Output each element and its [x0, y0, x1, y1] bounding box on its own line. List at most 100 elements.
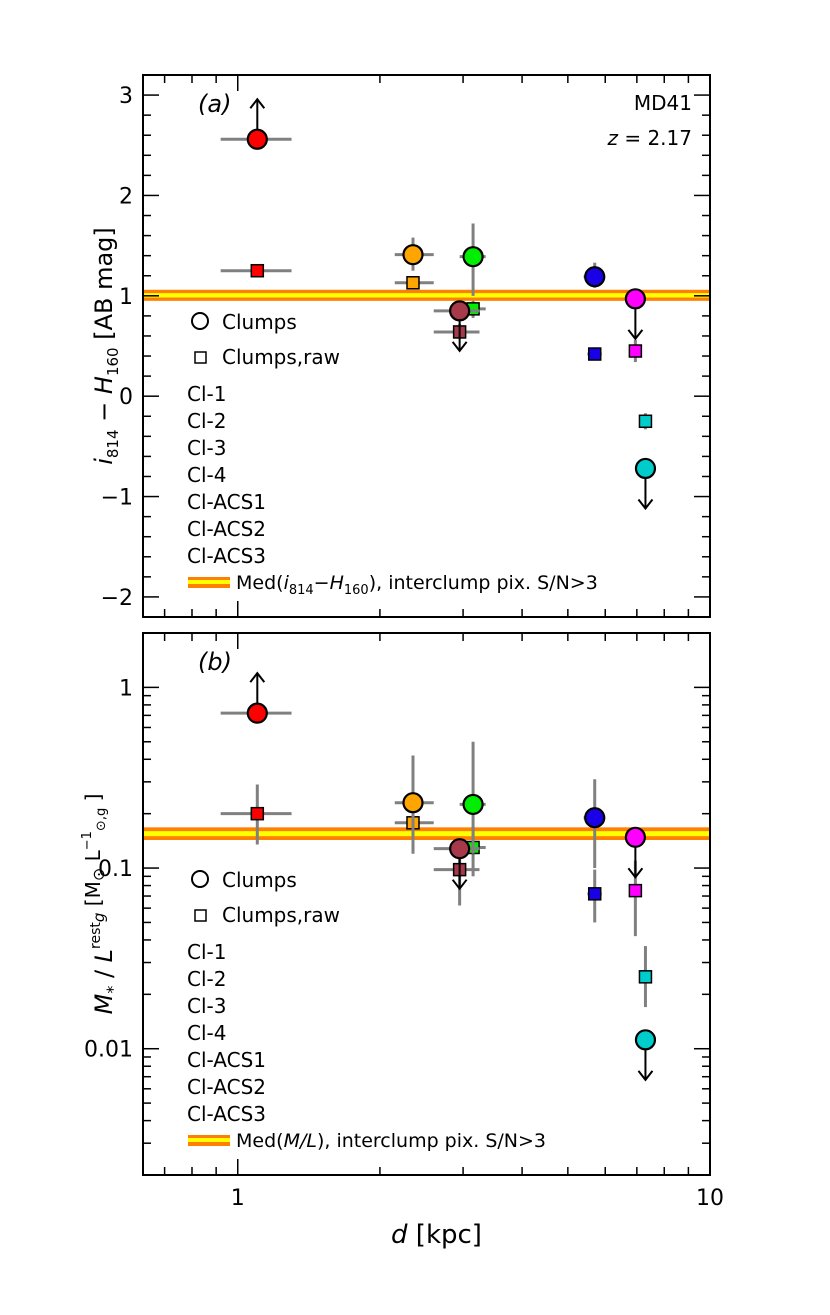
raw-point-cl-1 — [250, 263, 265, 278]
clump-point-cl-4 — [584, 266, 606, 288]
raw-point-cl-2 — [406, 276, 420, 290]
legend-entry-cl-acs2: Cl-ACS2 — [187, 517, 266, 541]
panel-label: (b) — [198, 648, 232, 676]
legend-raw-label: Clumps,raw — [222, 903, 340, 927]
median-label-H-sub: 160 — [344, 583, 369, 598]
legend-median-inner — [188, 580, 230, 584]
limit-arrow-head — [627, 867, 644, 879]
y-tick-label: 0.01 — [84, 1038, 133, 1063]
panel-label: (a) — [198, 90, 231, 118]
ylabel-unit-odot: ⊙ — [89, 868, 108, 881]
limit-arrow-head — [249, 97, 266, 109]
annotation-z-value: = 2.17 — [618, 126, 692, 150]
median-label-i-sub: 814 — [289, 583, 314, 598]
median-label-ml: M/L — [284, 1130, 317, 1152]
clump-point-cl-acs3 — [634, 457, 657, 480]
y-axis-label: M* / Lrestg [M⊙ L−1⊙,g ] — [80, 794, 122, 1015]
ylabel-unit-sup: −1 — [80, 831, 95, 850]
legend-entry-cl-2: Cl-2 — [187, 967, 226, 991]
ylabel-unit: [AB mag] — [90, 227, 118, 347]
legend-square-icon — [194, 351, 207, 364]
legend-entry-cl-acs3: Cl-ACS3 — [187, 1102, 266, 1126]
legend-entry-cl-3: Cl-3 — [187, 436, 226, 460]
y-tick-label: −1 — [101, 486, 133, 511]
legend-entry-cl-acs2: Cl-ACS2 — [187, 1075, 266, 1099]
median-band-inner — [144, 831, 709, 837]
legend-raw-label: Clumps,raw — [222, 345, 340, 369]
raw-point-cl-acs3 — [638, 970, 653, 984]
clump-point-cl-3 — [462, 246, 484, 268]
ylabel-unit-open: [M — [81, 881, 105, 912]
limit-arrow-head — [637, 498, 654, 511]
plot-frame — [142, 632, 711, 1176]
limit-arrow-head — [627, 329, 644, 341]
legend-entry-cl-2: Cl-2 — [187, 409, 226, 433]
xlabel-unit: [kpc] — [408, 1220, 482, 1250]
limit-arrow-head — [637, 1070, 654, 1082]
ylabel-i-sub: 814 — [104, 429, 122, 458]
ylabel-L: L — [90, 949, 118, 962]
legend-entry-cl-3: Cl-3 — [187, 994, 226, 1018]
raw-point-cl-4 — [587, 887, 602, 901]
clump-point-cl-2 — [402, 792, 424, 814]
x-tick-label: 10 — [696, 1186, 724, 1211]
median-label-H: H — [330, 572, 344, 594]
ylabel-M-sub: * — [103, 986, 122, 994]
clump-point-cl-3 — [462, 793, 484, 816]
x-tick-label: 1 — [231, 1186, 245, 1211]
legend-circle-icon — [191, 870, 209, 888]
raw-point-cl-acs3 — [638, 414, 653, 429]
ylabel-H: H — [90, 376, 118, 394]
y-tick-label: 1 — [119, 676, 133, 701]
legend-entry-cl-4: Cl-4 — [187, 463, 226, 487]
clump-point-cl-acs1 — [624, 826, 646, 848]
median-label-pre: Med( — [236, 1130, 284, 1152]
plot-frame — [142, 74, 711, 618]
annotation-line: z = 2.17 — [606, 126, 692, 150]
ylabel-i: i — [90, 458, 118, 465]
x-axis-label: d [kpc] — [391, 1220, 482, 1250]
limit-arrow-head — [249, 671, 266, 683]
limit-arrow-head — [451, 341, 468, 353]
clump-point-cl-1 — [246, 702, 268, 724]
ylabel-unit-sub: ⊙,g — [94, 808, 109, 831]
clump-point-cl-acs1 — [624, 288, 646, 310]
y-tick-label: −2 — [101, 586, 133, 611]
legend-entry-cl-1: Cl-1 — [187, 940, 226, 964]
median-band-inner — [144, 293, 709, 298]
median-label-dash: − — [314, 572, 330, 594]
raw-point-cl-1 — [250, 806, 265, 821]
y-tick-label: 0 — [119, 385, 133, 410]
clump-point-cl-4 — [584, 807, 606, 829]
legend-entry-cl-4: Cl-4 — [187, 1021, 226, 1045]
ylabel-L-sub: g — [90, 913, 108, 923]
clump-point-cl-acs2 — [449, 300, 471, 322]
y-tick-label: 0.1 — [98, 857, 133, 882]
legend-entry-cl-acs1: Cl-ACS1 — [187, 490, 266, 514]
legend-median-inner — [188, 1138, 230, 1142]
y-axis-label: i814 − H160 [AB mag] — [90, 227, 122, 465]
ylabel-L-sup: rest — [88, 922, 104, 949]
legend-square-icon — [194, 909, 207, 922]
ylabel-unit-close: ] — [81, 794, 105, 808]
legend-entry-cl-acs1: Cl-ACS1 — [187, 1048, 266, 1072]
legend-circle-icon — [191, 312, 209, 330]
ylabel-unit-L: L — [81, 849, 105, 867]
raw-point-cl-acs1 — [628, 344, 643, 358]
y-tick-label: 1 — [119, 285, 133, 310]
clump-point-cl-1 — [246, 128, 268, 150]
legend-clumps-label: Clumps — [222, 868, 297, 892]
ylabel-M: M — [90, 993, 118, 1014]
median-label-pre: Med( — [236, 572, 284, 594]
y-tick-label: 3 — [119, 84, 133, 109]
median-label-post: ), interclump pix. S/N>3 — [317, 1130, 546, 1152]
annotation-z: z — [606, 126, 618, 150]
raw-point-cl-4 — [587, 347, 602, 361]
clump-point-cl-acs3 — [634, 1029, 657, 1051]
raw-point-cl-acs1 — [628, 883, 643, 898]
legend-clumps-label: Clumps — [222, 310, 297, 334]
y-tick-label: 2 — [119, 184, 133, 209]
